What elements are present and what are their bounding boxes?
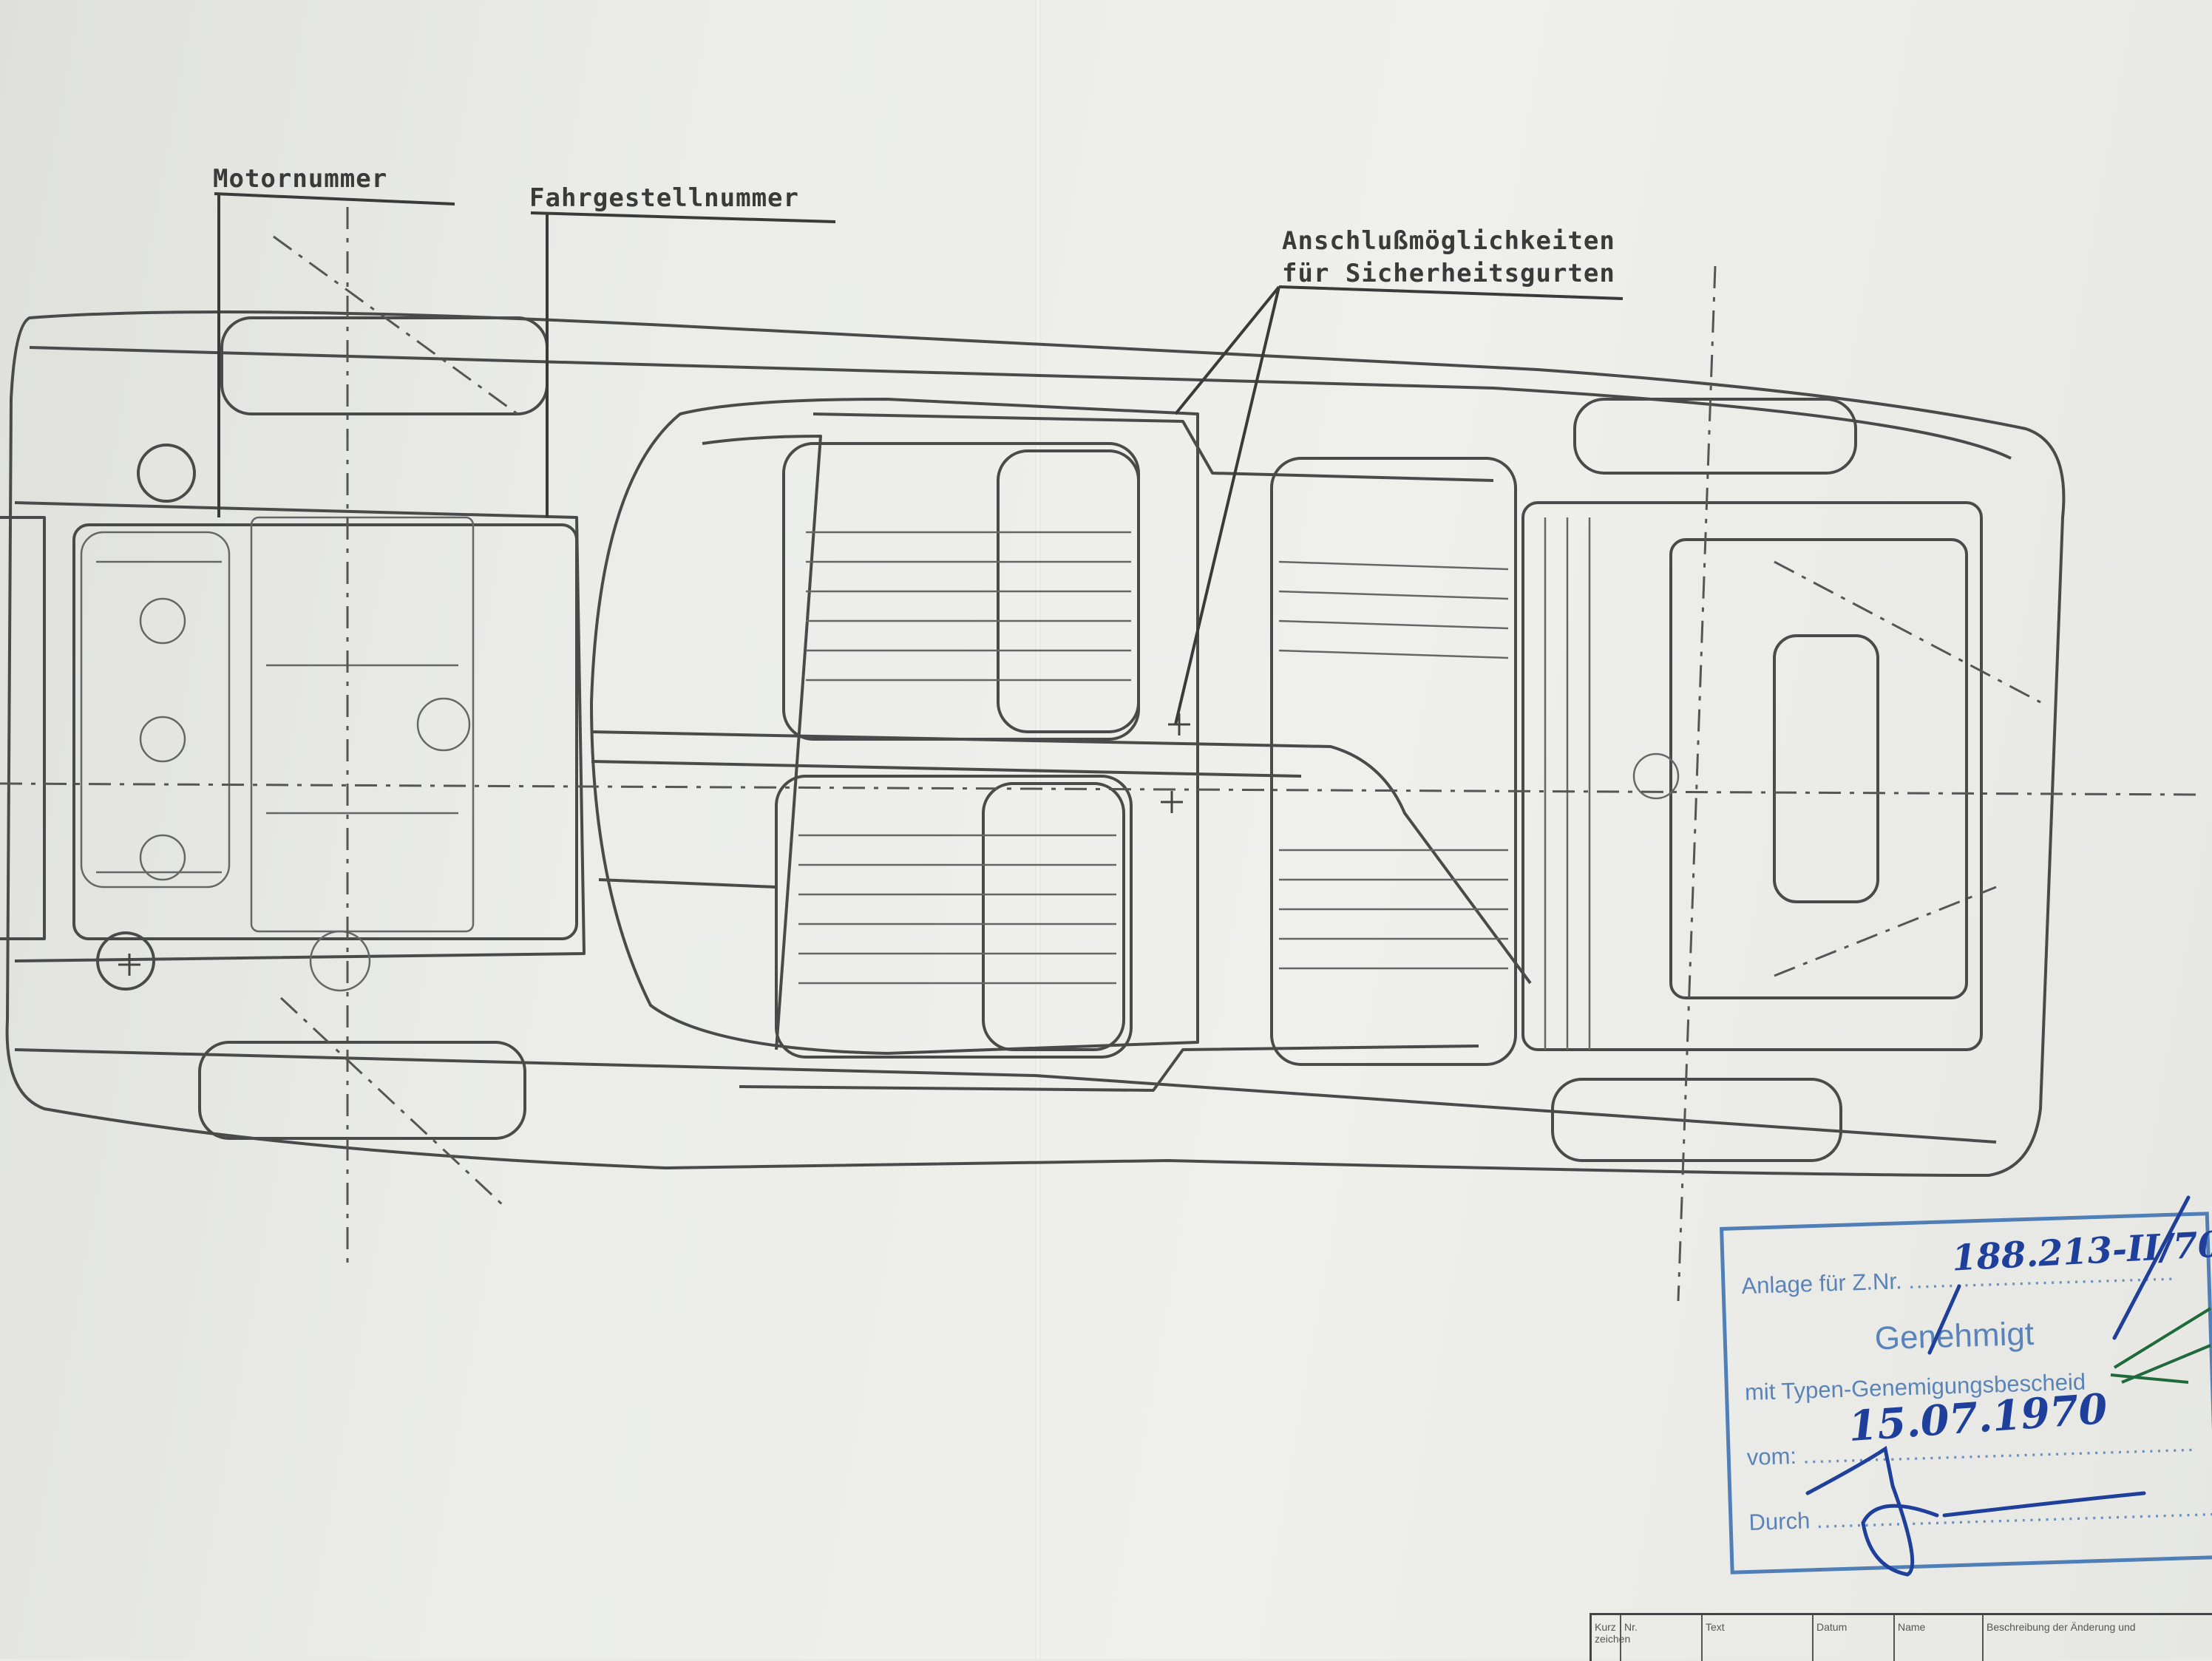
title-col-beschreibung: Beschreibung der Änderung und <box>1987 1621 2136 1633</box>
motornummer-label: Motornummer <box>213 164 388 194</box>
title-col-kurz: Kurz zeichen <box>1592 1615 1630 1661</box>
title-col-nr: Nr. <box>1621 1615 1703 1661</box>
anschluss-label-line2: für Sicherheitsgurten <box>1282 259 1615 288</box>
paper-fold <box>1035 0 1041 1659</box>
title-block: Kurz zeichen Nr. Text Datum Name Beschre… <box>1590 1613 2212 1661</box>
fahrgestellnummer-label: Fahrgestellnummer <box>529 183 799 213</box>
title-col-text: Text <box>1703 1615 1814 1661</box>
anschluss-leader <box>1174 285 1624 725</box>
title-col-datum: Datum <box>1814 1615 1895 1661</box>
anschluss-label-line1: Anschlußmöglichkeiten <box>1282 226 1615 256</box>
body-outline <box>5 310 2066 1177</box>
fahrgestellnummer-leader <box>530 211 836 517</box>
motornummer-leader <box>214 192 455 517</box>
title-col-name: Name <box>1895 1615 1984 1661</box>
